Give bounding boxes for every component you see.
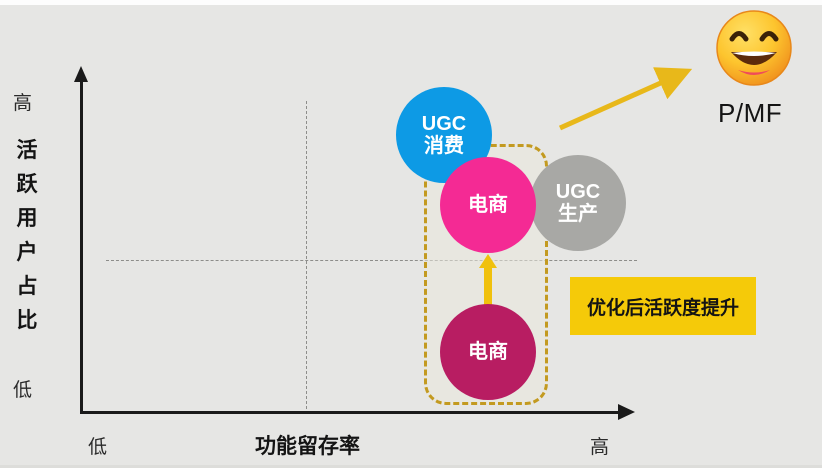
x-axis-title: 功能留存率 — [255, 435, 360, 458]
bottom-edge-strip — [0, 465, 822, 468]
y-axis-line — [80, 80, 83, 414]
y-axis-high-label: 高 — [13, 93, 33, 114]
bubble-ecommerce-baseline-label: 电商 — [468, 340, 508, 363]
pmf-arrow-icon — [558, 67, 693, 131]
x-axis-arrowhead-icon — [618, 404, 635, 420]
bubble-ugc-produce-line2: 生产 — [558, 203, 598, 225]
bubble-ugc-consume[interactable]: UGC 消费 — [396, 87, 492, 183]
bubble-ecommerce-optimized-label: 电商 — [468, 193, 508, 216]
top-edge-strip — [0, 0, 822, 5]
bubble-ugc-consume-line2: 消费 — [424, 135, 464, 157]
growth-arrow-shaft — [484, 266, 492, 308]
y-axis-low-label: 低 — [13, 380, 33, 401]
horizontal-gridline — [106, 260, 637, 261]
growth-arrow-head-icon — [479, 254, 497, 268]
bubble-ecommerce-baseline[interactable]: 电商 — [440, 304, 536, 400]
y-axis-arrowhead-icon — [74, 66, 88, 82]
callout-box: 优化后活跃度提升 — [570, 277, 756, 335]
bubble-ecommerce-optimized[interactable]: 电商 — [440, 157, 536, 253]
bubble-ugc-produce-line1: UGC — [555, 180, 601, 203]
vertical-gridline — [306, 101, 307, 409]
callout-text: 优化后活跃度提升 — [586, 297, 739, 319]
x-axis-high-label: 高 — [590, 437, 610, 458]
y-axis-title: 活跃用户占比 — [16, 139, 38, 332]
bubble-ugc-produce[interactable]: UGC 生产 — [530, 155, 626, 251]
x-axis-low-label: 低 — [88, 437, 108, 458]
grinning-face-with-smiling-eyes-icon — [716, 10, 792, 86]
pmf-label: P/MF — [718, 98, 783, 128]
x-axis-line — [80, 411, 622, 414]
bubble-ugc-consume-line1: UGC — [421, 112, 467, 135]
